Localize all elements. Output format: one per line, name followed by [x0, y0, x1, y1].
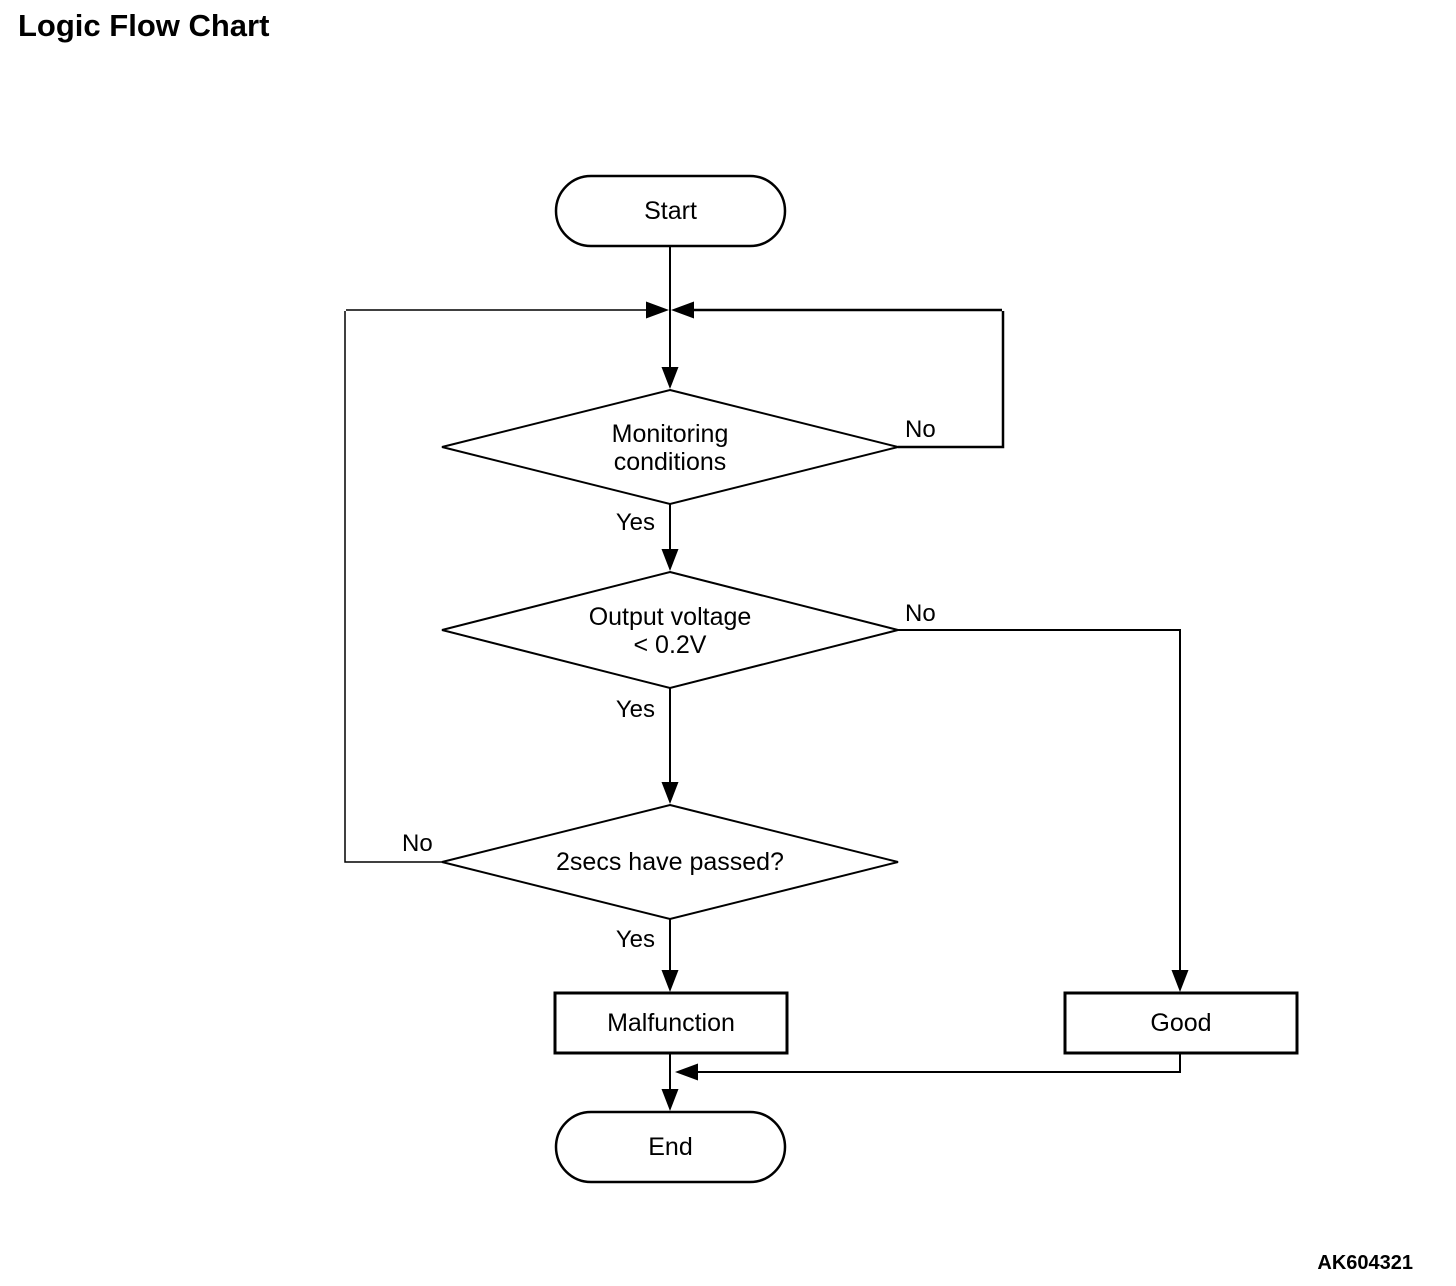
- voltage-decision-label-line1: Output voltage: [588, 603, 752, 631]
- merge-junction: [346, 301, 1002, 319]
- malfunction-node-label: Malfunction: [607, 1009, 735, 1037]
- voltage-decision-label: Output voltage < 0.2V: [520, 603, 820, 659]
- timer-no-label: No: [402, 830, 433, 857]
- voltage-decision-shape: [441, 570, 899, 690]
- edge-voltage-no: [898, 629, 1189, 992]
- monitoring-decision-label: Monitoring conditions: [520, 420, 820, 476]
- monitoring-decision-label-line1: Monitoring: [611, 420, 729, 448]
- edge-malfunction-to-end: [661, 1053, 679, 1111]
- monitoring-decision-shape: [441, 388, 899, 506]
- edge-timer-no-loop: [344, 311, 442, 863]
- timer-yes-label: Yes: [615, 926, 655, 953]
- end-terminator-shape: [554, 1110, 787, 1184]
- monitoring-decision-label-line2: conditions: [613, 448, 727, 476]
- figure-code: AK604321: [1317, 1252, 1413, 1274]
- malfunction-process-shape: [553, 991, 789, 1055]
- edge-timer-yes: [661, 919, 679, 992]
- voltage-decision-label-line2: < 0.2V: [633, 631, 707, 659]
- start-terminator-shape: [554, 174, 787, 248]
- edge-monitoring-no-loop: [898, 311, 1005, 449]
- start-node-label: Start: [644, 197, 697, 225]
- good-node-label: Good: [1150, 1009, 1212, 1037]
- edge-monitoring-yes: [661, 504, 679, 571]
- end-node-label: End: [648, 1133, 693, 1161]
- edge-start-to-monitoring: [661, 246, 679, 389]
- good-process-shape: [1063, 991, 1299, 1055]
- edge-good-to-end: [675, 1053, 1181, 1081]
- monitoring-no-label: No: [905, 416, 936, 443]
- voltage-yes-label: Yes: [615, 696, 655, 723]
- timer-decision-shape: [441, 803, 899, 921]
- edge-voltage-yes: [661, 688, 679, 804]
- voltage-no-label: No: [905, 600, 936, 627]
- monitoring-yes-label: Yes: [615, 509, 655, 536]
- page-title: Logic Flow Chart: [18, 8, 270, 43]
- timer-decision-label: 2secs have passed?: [556, 848, 784, 876]
